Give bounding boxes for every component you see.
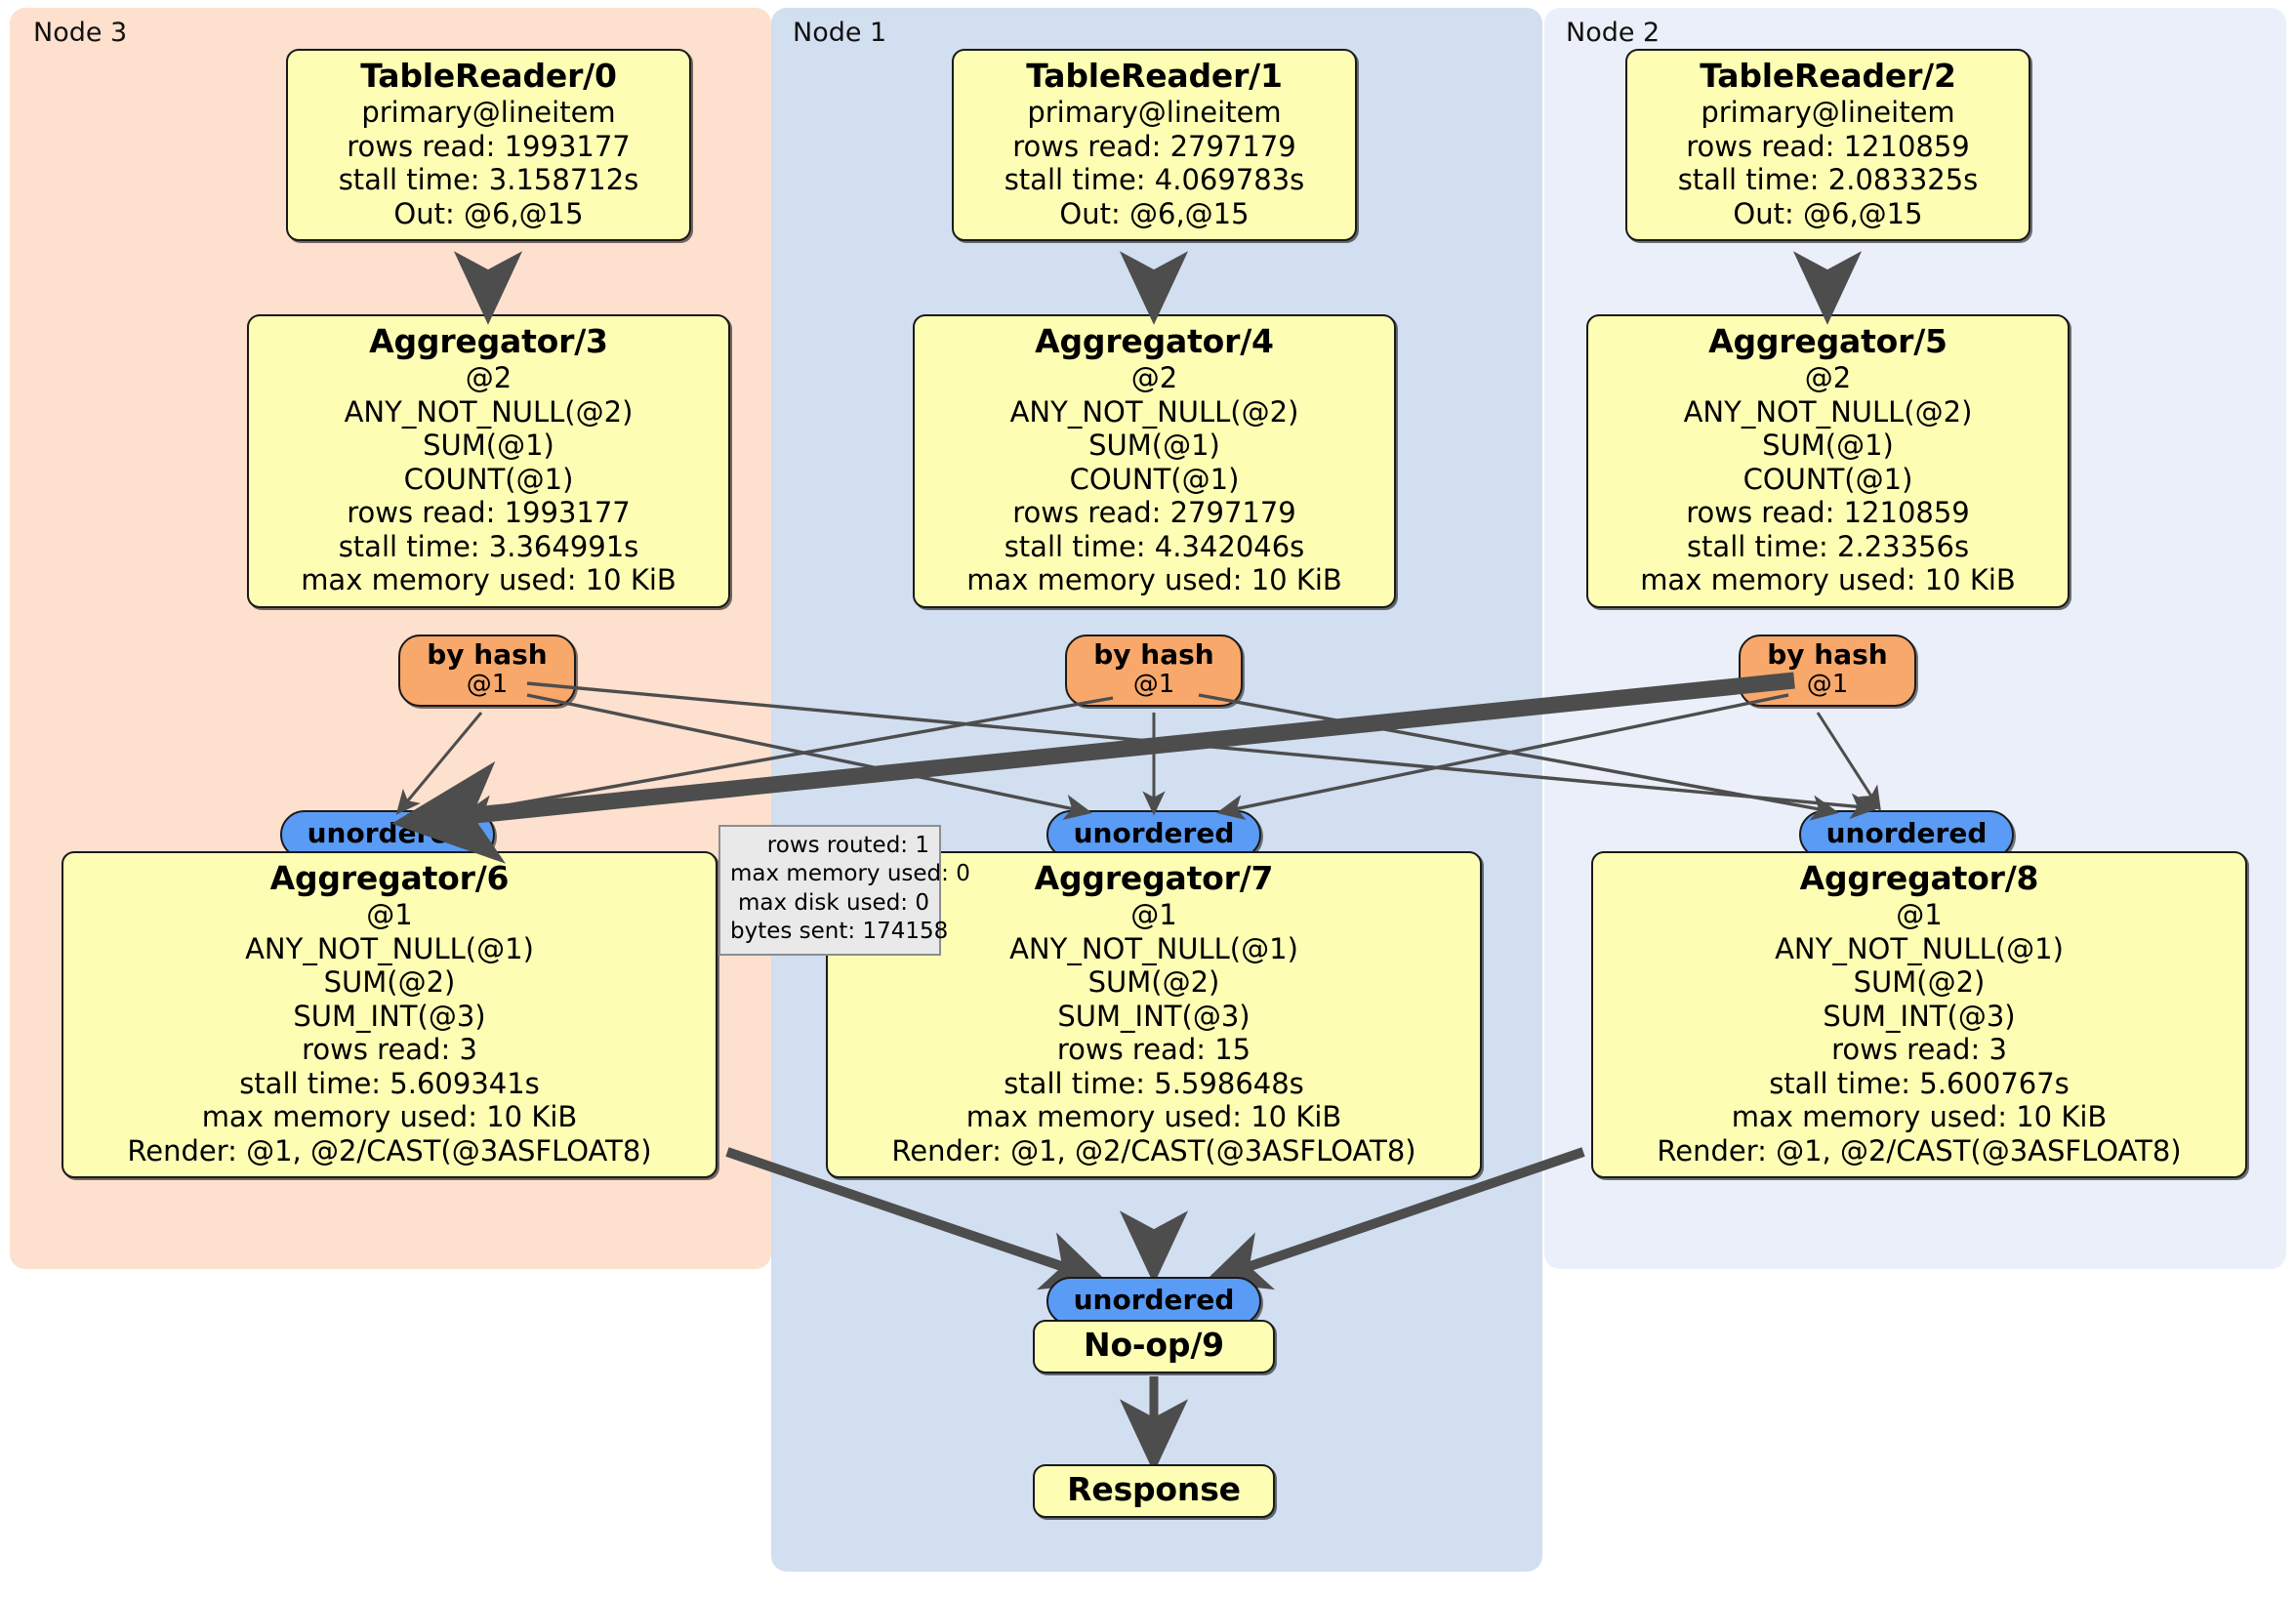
processor-title: TableReader/0 (360, 57, 617, 95)
processor-detail-line: rows read: 2797179 (1012, 496, 1296, 530)
stat-line: max disk used: 0 (737, 889, 929, 916)
node-panel-label-node3: Node 3 (33, 18, 128, 48)
processor-detail-line: Out: @6,@15 (393, 196, 584, 230)
processor-detail-line: Render: @1, @2/CAST(@3ASFLOAT8) (1657, 1133, 2182, 1167)
processor-title: No-op/9 (1084, 1326, 1224, 1364)
processor-detail-line: ANY_NOT_NULL(@1) (1775, 931, 2064, 965)
processor-detail-line: SUM_INT(@3) (1057, 999, 1250, 1033)
processor-detail-line: rows read: 3 (1831, 1033, 2007, 1067)
processor-detail-line: COUNT(@1) (1069, 462, 1240, 496)
processor-detail-line: max memory used: 10 KiB (965, 1100, 1342, 1134)
processor-aggregator-4[interactable]: Aggregator/4 @2 ANY_NOT_NULL(@2) SUM(@1)… (913, 314, 1396, 608)
router-by-hash-4[interactable]: by hash @1 (1065, 635, 1243, 708)
processor-response[interactable]: Response (1033, 1464, 1275, 1519)
processor-title: TableReader/1 (1026, 57, 1283, 95)
processor-table-reader-0[interactable]: TableReader/0 primary@lineitem rows read… (286, 49, 691, 242)
processor-detail-line: ANY_NOT_NULL(@2) (1009, 394, 1299, 429)
processor-detail-line: ANY_NOT_NULL(@2) (344, 394, 634, 429)
router-column: @1 (1806, 670, 1849, 700)
processor-detail-line: stall time: 5.609341s (239, 1066, 540, 1100)
processor-detail-line: Out: @6,@15 (1733, 196, 1923, 230)
processor-detail-line: rows read: 2797179 (1012, 129, 1296, 163)
processor-detail-line: stall time: 2.23356s (1686, 529, 1970, 563)
processor-title: Aggregator/3 (369, 322, 608, 360)
processor-detail-line: rows read: 1210859 (1686, 129, 1970, 163)
processor-title: Aggregator/6 (269, 859, 510, 897)
processor-detail-line: rows read: 3 (302, 1033, 477, 1067)
processor-detail-line: @2 (465, 361, 512, 395)
processor-detail-line: ANY_NOT_NULL(@1) (1009, 931, 1298, 965)
router-title: by hash (1093, 638, 1214, 671)
processor-detail-line: Render: @1, @2/CAST(@3ASFLOAT8) (891, 1133, 1416, 1167)
processor-aggregator-5[interactable]: Aggregator/5 @2 ANY_NOT_NULL(@2) SUM(@1)… (1586, 314, 2070, 608)
processor-title: TableReader/2 (1700, 57, 1956, 95)
router-column: @1 (466, 670, 509, 700)
processor-table-reader-2[interactable]: TableReader/2 primary@lineitem rows read… (1625, 49, 2030, 242)
processor-detail-line: stall time: 2.083325s (1677, 163, 1979, 197)
node-panel-label-node1: Node 1 (793, 18, 887, 48)
processor-detail-line: max memory used: 10 KiB (301, 563, 676, 597)
processor-detail-line: SUM_INT(@3) (293, 999, 486, 1033)
processor-detail-line: max memory used: 10 KiB (1731, 1100, 2108, 1134)
stat-line: bytes sent: 174158 (730, 919, 949, 945)
router-by-hash-5[interactable]: by hash @1 (1739, 635, 1916, 708)
processor-detail-line: stall time: 4.342046s (1004, 529, 1305, 563)
processor-title: Aggregator/5 (1708, 322, 1948, 360)
processor-aggregator-6[interactable]: Aggregator/6 @1 ANY_NOT_NULL(@1) SUM(@2)… (62, 851, 718, 1179)
processor-detail-line: SUM(@1) (1762, 429, 1894, 463)
synchronizer-unordered-9[interactable]: unordered (1046, 1277, 1261, 1326)
processor-detail-line: rows read: 1993177 (347, 129, 631, 163)
processor-detail-line: ANY_NOT_NULL(@2) (1683, 394, 1973, 429)
processor-detail-line: rows read: 1993177 (347, 496, 631, 530)
processor-detail-line: stall time: 4.069783s (1004, 163, 1305, 197)
router-stats-box: rows routed: 1 max memory used: 0 max di… (718, 825, 970, 956)
processor-detail-line: max memory used: 10 KiB (201, 1100, 578, 1134)
processor-detail-line: stall time: 5.598648s (1004, 1066, 1304, 1100)
processor-table-reader-1[interactable]: TableReader/1 primary@lineitem rows read… (952, 49, 1357, 242)
processor-title: Aggregator/7 (1034, 859, 1274, 897)
stat-line: max memory used: 0 (730, 861, 970, 887)
processor-detail-line: primary@lineitem (361, 96, 616, 130)
processor-title: Aggregator/4 (1035, 322, 1274, 360)
router-column: @1 (1132, 670, 1175, 700)
node-panel-label-node2: Node 2 (1566, 18, 1660, 48)
router-title: by hash (427, 638, 548, 671)
processor-detail-line: primary@lineitem (1701, 96, 1955, 130)
processor-detail-line: Out: @6,@15 (1059, 196, 1250, 230)
processor-detail-line: @1 (366, 898, 413, 932)
processor-detail-line: SUM_INT(@3) (1823, 999, 2016, 1033)
processor-no-op-9[interactable]: No-op/9 (1033, 1320, 1275, 1374)
processor-detail-line: SUM(@1) (423, 429, 554, 463)
processor-detail-line: COUNT(@1) (403, 462, 574, 496)
processor-detail-line: @2 (1804, 361, 1852, 395)
processor-title: Response (1067, 1470, 1241, 1508)
processor-detail-line: Render: @1, @2/CAST(@3ASFLOAT8) (127, 1133, 652, 1167)
processor-detail-line: SUM(@2) (323, 965, 456, 1000)
stat-line: rows routed: 1 (766, 833, 929, 858)
processor-aggregator-3[interactable]: Aggregator/3 @2 ANY_NOT_NULL(@2) SUM(@1)… (247, 314, 730, 608)
processor-detail-line: rows read: 15 (1056, 1033, 1251, 1067)
processor-detail-line: ANY_NOT_NULL(@1) (245, 931, 534, 965)
processor-detail-line: SUM(@2) (1853, 965, 1986, 1000)
processor-detail-line: max memory used: 10 KiB (966, 563, 1342, 597)
processor-detail-line: primary@lineitem (1027, 96, 1282, 130)
processor-detail-line: stall time: 5.600767s (1769, 1066, 2070, 1100)
processor-detail-line: stall time: 3.158712s (338, 163, 639, 197)
processor-detail-line: @1 (1130, 898, 1177, 932)
router-by-hash-3[interactable]: by hash @1 (398, 635, 576, 708)
processor-detail-line: rows read: 1210859 (1686, 496, 1970, 530)
processor-aggregator-7[interactable]: Aggregator/7 @1 ANY_NOT_NULL(@1) SUM(@2)… (826, 851, 1482, 1179)
processor-detail-line: SUM(@2) (1087, 965, 1220, 1000)
processor-detail-line: max memory used: 10 KiB (1640, 563, 2016, 597)
processor-title: Aggregator/8 (1799, 859, 2039, 897)
processor-aggregator-8[interactable]: Aggregator/8 @1 ANY_NOT_NULL(@1) SUM(@2)… (1591, 851, 2247, 1179)
processor-detail-line: @1 (1896, 898, 1943, 932)
processor-detail-line: stall time: 3.364991s (338, 529, 639, 563)
processor-detail-line: @2 (1130, 361, 1178, 395)
processor-detail-line: COUNT(@1) (1742, 462, 1913, 496)
router-title: by hash (1767, 638, 1888, 671)
processor-detail-line: SUM(@1) (1088, 429, 1220, 463)
